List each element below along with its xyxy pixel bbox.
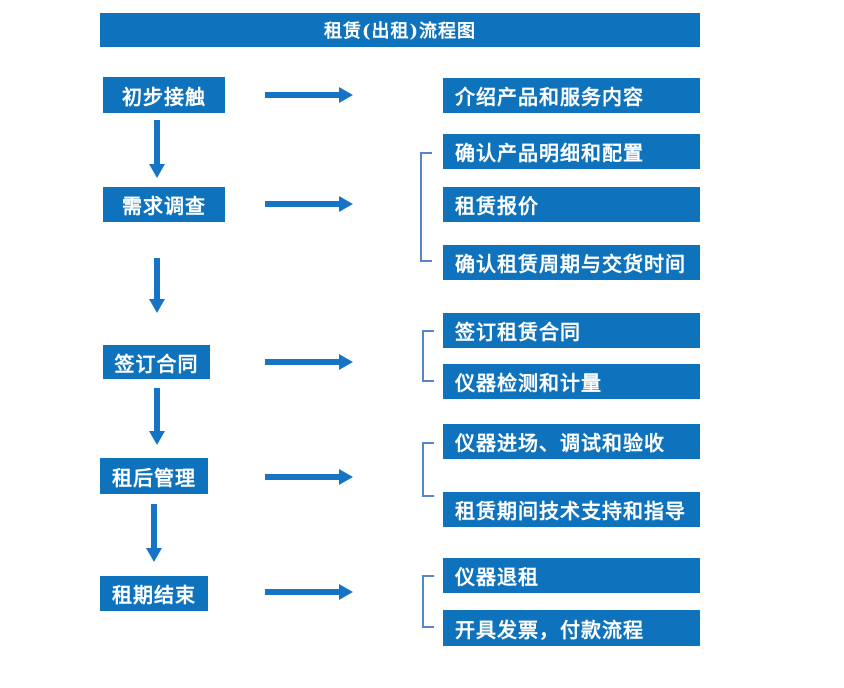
group-bracket-sign-contract <box>422 330 434 382</box>
group-bracket-rental-end <box>422 575 434 628</box>
group-bracket-demand-survey <box>420 152 432 262</box>
detail-box-instrument-setup: 仪器进场、调试和验收 <box>443 424 700 459</box>
down-arrow-icon <box>149 120 165 178</box>
detail-box-tech-support: 租赁期间技术支持和指导 <box>443 492 700 527</box>
step-box-demand-survey: 需求调查 <box>103 187 225 222</box>
down-arrow-icon <box>149 388 165 445</box>
detail-box-confirm-rental-period: 确认租赁周期与交货时间 <box>443 245 700 280</box>
right-arrow-icon <box>265 196 353 212</box>
detail-box-invoice-payment: 开具发票，付款流程 <box>443 610 700 646</box>
detail-box-introduce-products: 介绍产品和服务内容 <box>443 78 700 113</box>
down-arrow-icon <box>146 504 162 562</box>
step-box-rental-end: 租期结束 <box>100 576 208 611</box>
step-box-sign-contract: 签订合同 <box>103 345 210 379</box>
detail-box-instrument-testing: 仪器检测和计量 <box>443 364 700 399</box>
detail-box-rental-quote: 租赁报价 <box>443 187 700 222</box>
flowchart-title: 租赁(出租)流程图 <box>100 13 700 47</box>
right-arrow-icon <box>265 584 353 600</box>
detail-box-instrument-return: 仪器退租 <box>443 558 700 593</box>
detail-box-sign-rental-contract: 签订租赁合同 <box>443 313 700 348</box>
group-bracket-post-rental <box>422 442 434 497</box>
step-box-initial-contact: 初步接触 <box>103 77 225 113</box>
step-box-post-rental-management: 租后管理 <box>100 458 208 494</box>
right-arrow-icon <box>265 469 353 485</box>
right-arrow-icon <box>265 87 353 103</box>
right-arrow-icon <box>265 354 353 370</box>
down-arrow-icon <box>149 258 165 313</box>
detail-box-confirm-product-details: 确认产品明细和配置 <box>443 134 700 169</box>
